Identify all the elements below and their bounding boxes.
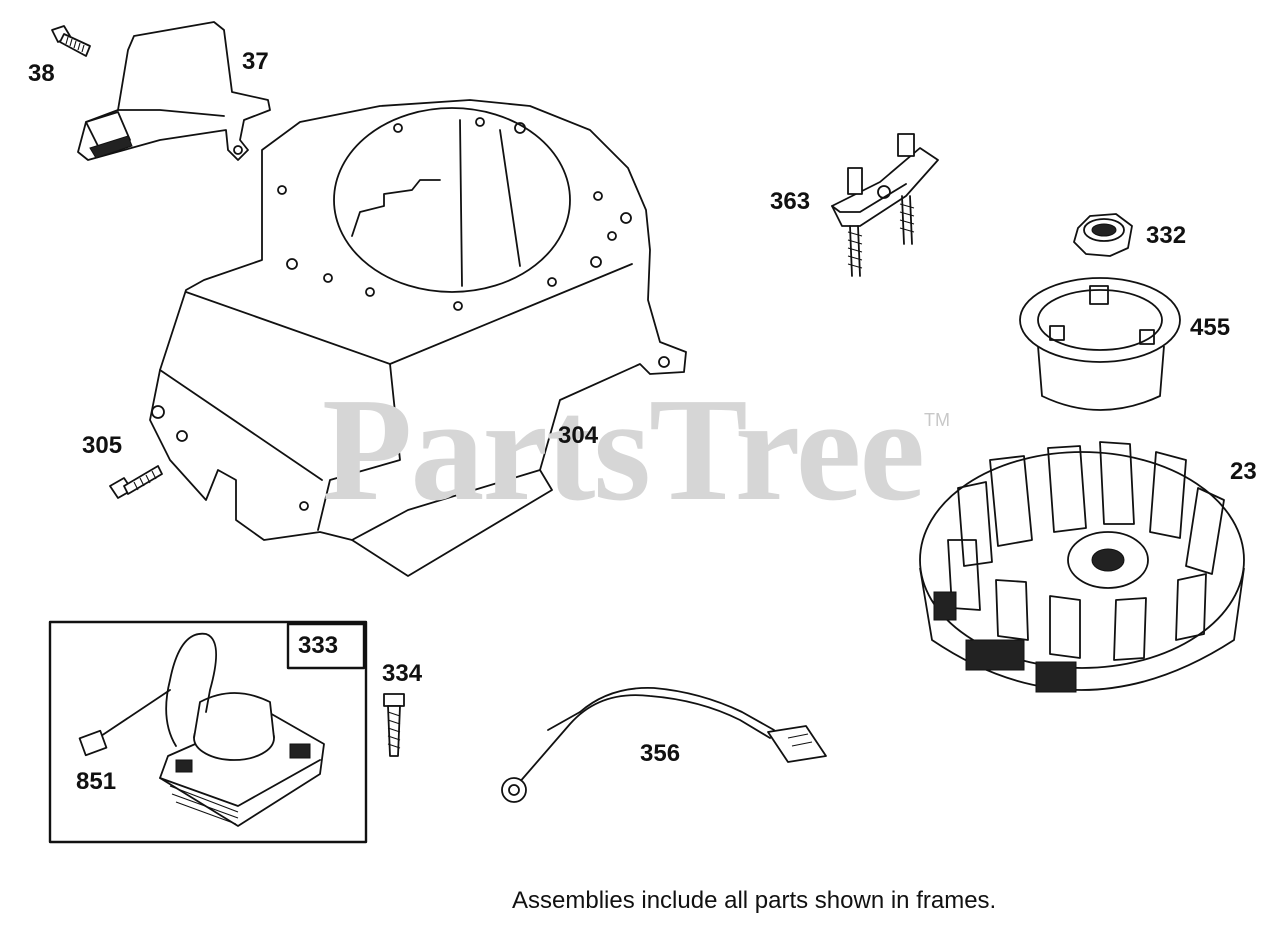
callout-851[interactable]: 851: [76, 768, 117, 795]
part-332-hex-nut[interactable]: [1073, 213, 1133, 257]
part-363-bracket[interactable]: [831, 133, 939, 277]
part-333-armature[interactable]: [78, 632, 325, 827]
assembly-frame-333: [48, 620, 368, 844]
part-304-blower-housing[interactable]: [149, 99, 687, 577]
part-37-shield[interactable]: [77, 21, 271, 161]
part-455-cup[interactable]: [1019, 277, 1181, 411]
callout-305[interactable]: 305: [82, 432, 123, 459]
callout-334[interactable]: 334: [382, 660, 423, 687]
part-356-ground-wire[interactable]: [501, 686, 827, 803]
assemblies-caption: Assemblies include all parts shown in fr…: [512, 887, 997, 914]
part-305-bolt[interactable]: [109, 465, 163, 499]
callout-38[interactable]: 38: [28, 60, 55, 87]
callout-37[interactable]: 37: [242, 48, 269, 75]
callout-333[interactable]: 333: [298, 632, 339, 659]
watermark-trademark: TM: [924, 410, 950, 430]
watermark: PartsTree: [322, 368, 925, 532]
callout-304[interactable]: 304: [558, 422, 599, 449]
part-38-bolt[interactable]: [51, 25, 91, 57]
part-334-screw[interactable]: [383, 693, 405, 757]
callout-356[interactable]: 356: [640, 740, 681, 767]
callout-23[interactable]: 23: [1230, 458, 1257, 485]
callout-332[interactable]: 332: [1146, 222, 1187, 249]
callout-363[interactable]: 363: [770, 188, 811, 215]
part-23-flywheel[interactable]: [919, 441, 1245, 693]
callout-455[interactable]: 455: [1190, 314, 1231, 341]
